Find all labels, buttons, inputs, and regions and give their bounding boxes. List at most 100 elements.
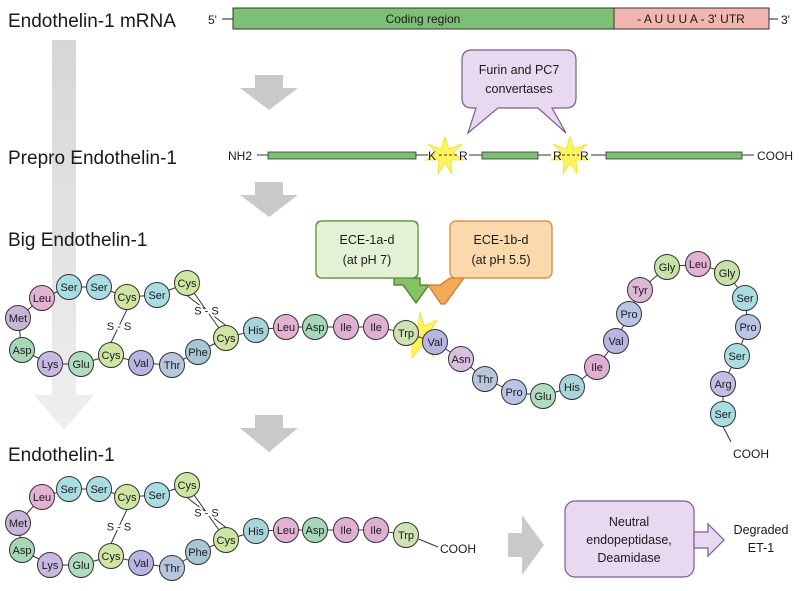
residue-label: Asp bbox=[13, 545, 32, 557]
residue-trp bbox=[393, 320, 419, 346]
residue-pro bbox=[735, 314, 761, 340]
residue-ser bbox=[144, 482, 170, 508]
residue-phe bbox=[185, 539, 211, 565]
residue-lys bbox=[37, 552, 63, 578]
residue-pro bbox=[616, 301, 642, 327]
label-prepro: Prepro Endothelin-1 bbox=[8, 148, 177, 169]
residue-his bbox=[243, 518, 269, 544]
residue-glu bbox=[530, 383, 556, 409]
neutral-line2: endopeptidase, bbox=[586, 533, 672, 547]
residue-label: His bbox=[564, 382, 580, 394]
residue-label: Trp bbox=[398, 328, 414, 340]
down-arrow-2 bbox=[240, 182, 298, 217]
residue-label: Ser bbox=[714, 409, 731, 421]
coding-region-label: Coding region bbox=[386, 12, 461, 26]
cooh-tail bbox=[418, 538, 439, 548]
residue-met bbox=[5, 510, 31, 536]
residue-asp bbox=[9, 337, 35, 363]
residue-label: Leu bbox=[277, 322, 295, 334]
residue-ile bbox=[333, 517, 359, 543]
residue-label: His bbox=[248, 325, 264, 337]
residue-cys bbox=[213, 325, 239, 351]
et1-cooh: COOH bbox=[440, 542, 476, 556]
residue-label: Ile bbox=[340, 322, 352, 334]
label-mrna: Endothelin-1 mRNA bbox=[8, 11, 176, 32]
residue-label: Pro bbox=[620, 309, 637, 321]
mrna-five-prime: 5' bbox=[208, 13, 217, 27]
disulfide-label: S - S bbox=[107, 522, 131, 534]
residue-asp bbox=[9, 537, 35, 563]
residue-label: Cys bbox=[118, 492, 137, 504]
residue-cys bbox=[174, 270, 200, 296]
residue-label: Glu bbox=[72, 359, 89, 371]
degraded-line2: ET-1 bbox=[748, 541, 774, 555]
neutral-line1: Neutral bbox=[609, 515, 649, 529]
residue-label: Phe bbox=[188, 347, 208, 359]
residue-label: Val bbox=[133, 558, 148, 570]
prepro-r3: R bbox=[580, 149, 589, 163]
disulfide-label: S - S bbox=[194, 306, 218, 318]
residue-label: Cys bbox=[217, 535, 236, 547]
residue-his bbox=[243, 317, 269, 343]
disulfide-label: S - S bbox=[107, 522, 131, 534]
big-cooh: COOH bbox=[733, 447, 769, 461]
disulfide-bond bbox=[110, 309, 128, 343]
prepro-cooh: COOH bbox=[757, 149, 793, 163]
residue-asp bbox=[302, 314, 328, 340]
residue-label: Ile bbox=[340, 525, 352, 537]
residue-label: Leu bbox=[277, 525, 295, 537]
residue-label: Asp bbox=[13, 345, 32, 357]
residue-cys bbox=[114, 484, 140, 510]
utr-label: - A U U U A - 3' UTR bbox=[637, 12, 745, 26]
residue-ser bbox=[56, 274, 82, 300]
furin-line1: Furin and PC7 bbox=[479, 63, 560, 77]
residue-arg bbox=[710, 371, 736, 397]
residue-label: Tyr bbox=[632, 285, 648, 297]
residue-ile bbox=[363, 517, 389, 543]
residue-cys bbox=[114, 284, 140, 310]
disulfide-label: S - S bbox=[194, 508, 218, 520]
residue-label: Cys bbox=[102, 551, 121, 563]
residue-ile bbox=[363, 314, 389, 340]
residue-label: Ser bbox=[728, 351, 745, 363]
cooh-tail bbox=[722, 426, 732, 443]
residue-label: Thr bbox=[164, 360, 181, 372]
residue-val bbox=[422, 329, 448, 355]
residue-his bbox=[559, 374, 585, 400]
residue-label: Thr bbox=[164, 563, 181, 575]
residue-label: Leu bbox=[33, 293, 51, 305]
residue-leu bbox=[29, 285, 55, 311]
prepro-segment-1 bbox=[267, 151, 417, 160]
residue-cys bbox=[98, 342, 124, 368]
residue-leu bbox=[273, 314, 299, 340]
residue-ile bbox=[333, 314, 359, 340]
residue-asn bbox=[448, 346, 474, 372]
residue-label: Cys bbox=[118, 292, 137, 304]
residue-label: Gly bbox=[719, 268, 736, 280]
residue-ser bbox=[144, 282, 170, 308]
prepro-nh2: NH2 bbox=[228, 149, 252, 163]
ece1b-callout bbox=[426, 277, 466, 305]
disulfide-bond bbox=[110, 509, 128, 544]
prepro-r1: R bbox=[459, 149, 468, 163]
mrna-three-prime: 3' bbox=[781, 13, 790, 27]
residue-label: Met bbox=[9, 313, 27, 325]
residue-label: Cys bbox=[178, 278, 197, 290]
ece1b-line2: (at pH 5.5) bbox=[471, 253, 530, 267]
prepro-r2: R bbox=[553, 149, 562, 163]
pathway-arrow bbox=[34, 40, 94, 430]
residue-label: Ser bbox=[148, 490, 165, 502]
ece1b-line1: ECE-1b-d bbox=[474, 233, 529, 247]
residue-label: His bbox=[248, 526, 264, 538]
residue-label: Ser bbox=[736, 293, 753, 305]
prepro-segment-3 bbox=[605, 151, 743, 160]
residue-label: Ser bbox=[60, 282, 77, 294]
residue-label: Ser bbox=[60, 484, 77, 496]
residue-cys bbox=[174, 472, 200, 498]
disulfide-label: S - S bbox=[107, 321, 131, 333]
residue-label: Pro bbox=[739, 322, 756, 334]
residue-cys bbox=[213, 527, 239, 553]
residue-glu bbox=[68, 552, 94, 578]
